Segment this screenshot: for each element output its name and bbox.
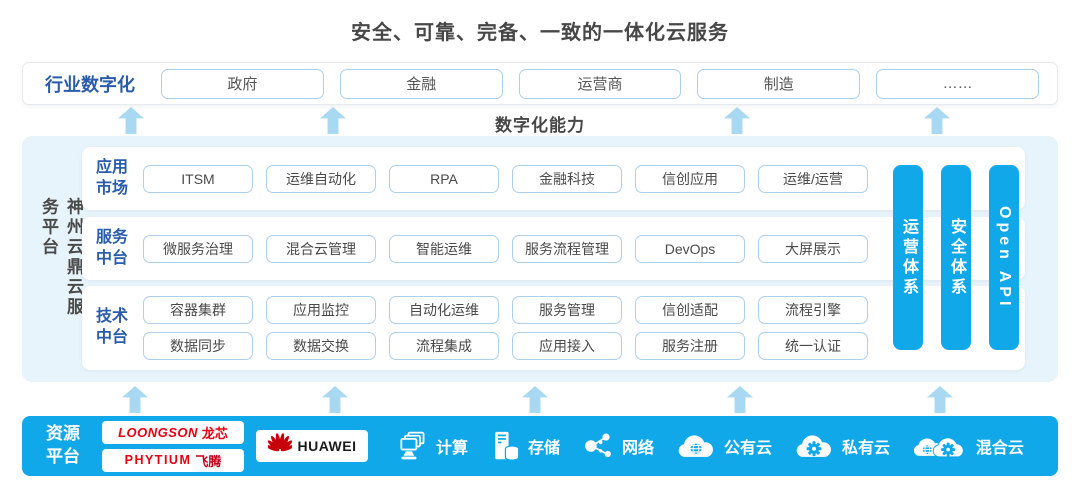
resource-item-label: 计算: [436, 440, 469, 457]
up-arrow-icon: [522, 386, 548, 413]
up-arrow-icon: [322, 386, 348, 413]
platform-side-label: 神州云鼎云服务平台: [39, 197, 83, 318]
resource-item-hybrid-cloud: 混合云: [912, 431, 1024, 461]
industry-item-manufacturing: 制造: [697, 68, 861, 99]
phytium-logo-text: PHYTIUM: [124, 453, 192, 467]
huawei-logo: HUAWEI: [256, 430, 368, 462]
item-container-cluster: 容器集群: [143, 296, 253, 324]
item-app-monitoring: 应用监控: [266, 296, 376, 324]
resource-item-compute: 计算: [396, 430, 468, 462]
tech-middle-line-2: 数据同步 数据交换 流程集成 应用接入 服务注册 统一认证: [143, 332, 868, 360]
operation-system-bar: 运营体系: [893, 165, 923, 350]
item-intelligent-ops: 智能运维: [389, 234, 499, 263]
page-title: 安全、可靠、完备、一致的一体化云服务: [351, 22, 729, 44]
resource-item-label: 存储: [527, 440, 560, 457]
resource-item-label: 公有云: [723, 440, 772, 457]
digital-capability-label: 数字化能力: [495, 116, 585, 135]
resource-platform-bar: 资源平台 LOONGSON 龙芯 PHYTIUM 飞腾: [22, 416, 1058, 476]
resource-item-storage: 存储: [490, 430, 560, 462]
tech-middle-row: 技术中台 容器集群 应用监控 自动化运维 服务管理 信创适配 流程引擎 数据同步…: [82, 286, 1025, 370]
network-icon: [582, 430, 614, 462]
industry-items: 政府 金融 运营商 制造 ……: [161, 68, 1039, 99]
resource-item-private-cloud: 私有云: [794, 431, 890, 461]
item-data-sync: 数据同步: [143, 332, 253, 360]
compute-icon: [396, 430, 428, 462]
item-process-engine: 流程引擎: [758, 296, 868, 324]
item-service-registry: 服务注册: [635, 332, 745, 360]
item-unified-auth: 统一认证: [758, 332, 868, 360]
item-process-integration: 流程集成: [389, 332, 499, 360]
up-arrow-icon: [122, 386, 148, 413]
item-hybrid-cloud-mgmt: 混合云管理: [266, 234, 376, 263]
operation-system-label: 运营体系: [900, 217, 917, 298]
item-big-screen: 大屏展示: [758, 234, 868, 263]
public-cloud-icon: [676, 431, 716, 461]
chip-logos: LOONGSON 龙芯 PHYTIUM 飞腾: [102, 420, 244, 472]
item-automated-ops: 自动化运维: [389, 296, 499, 324]
security-system-label: 安全体系: [948, 217, 965, 298]
industry-item-more: ……: [876, 68, 1039, 99]
item-rpa: RPA: [389, 164, 499, 193]
item-devops: DevOps: [635, 234, 745, 263]
tech-middle-items: 容器集群 应用监控 自动化运维 服务管理 信创适配 流程引擎 数据同步 数据交换…: [143, 296, 868, 360]
hybrid-cloud-icon: [912, 431, 968, 461]
phytium-logo: PHYTIUM 飞腾: [102, 448, 244, 472]
service-middle-items: 微服务治理 混合云管理 智能运维 服务流程管理 DevOps 大屏展示: [143, 234, 868, 263]
resource-item-public-cloud: 公有云: [676, 431, 772, 461]
huawei-flower-icon: [265, 432, 294, 461]
service-middle-row: 服务中台 微服务治理 混合云管理 智能运维 服务流程管理 DevOps 大屏展示: [82, 217, 1025, 280]
resource-item-network: 网络: [582, 430, 654, 462]
cloud-platform-panel: 神州云鼎云服务平台 应用市场 ITSM 运维自动化 RPA 金融科技 信创应用 …: [22, 136, 1058, 382]
loongson-logo-cn: 龙芯: [201, 425, 228, 441]
item-data-exchange: 数据交换: [266, 332, 376, 360]
industry-digitalization-row: 行业数字化 政府 金融 运营商 制造 ……: [22, 62, 1058, 105]
item-itsm: ITSM: [143, 164, 253, 193]
up-arrow-icon: [727, 386, 753, 413]
up-arrow-icon: [927, 386, 953, 413]
item-app-access: 应用接入: [512, 332, 622, 360]
industry-row-label: 行业数字化: [45, 74, 135, 95]
private-cloud-icon: [794, 431, 834, 461]
phytium-logo-cn: 飞腾: [195, 453, 222, 469]
resource-platform-label: 资源平台: [46, 424, 80, 466]
open-api-bar: Open API: [989, 165, 1019, 350]
security-system-bar: 安全体系: [941, 165, 971, 350]
loongson-logo-text: LOONGSON: [118, 424, 198, 440]
app-market-items: ITSM 运维自动化 RPA 金融科技 信创应用 运维/运营: [143, 164, 868, 193]
resource-item-label: 网络: [621, 440, 654, 457]
item-service-process-mgmt: 服务流程管理: [512, 234, 622, 263]
loongson-logo: LOONGSON 龙芯: [102, 420, 244, 444]
app-market-label: 应用市场: [95, 158, 128, 197]
storage-icon: [490, 430, 520, 462]
industry-item-finance: 金融: [339, 68, 503, 99]
huawei-logo-text: HUAWEI: [297, 438, 357, 454]
open-api-label: Open API: [996, 205, 1013, 310]
item-service-mgmt: 服务管理: [512, 296, 622, 324]
item-ops-automation: 运维自动化: [266, 164, 376, 193]
tech-middle-label: 技术中台: [95, 308, 128, 346]
item-microservice-governance: 微服务治理: [143, 234, 253, 263]
industry-item-government: 政府: [161, 68, 324, 99]
item-xinchuang-app: 信创应用: [635, 164, 745, 193]
resource-item-label: 私有云: [841, 440, 890, 457]
item-xinchuang-adapt: 信创适配: [635, 296, 745, 324]
tech-middle-line-1: 容器集群 应用监控 自动化运维 服务管理 信创适配 流程引擎: [143, 296, 868, 324]
resource-items: 计算 存储: [396, 430, 1024, 462]
service-middle-label: 服务中台: [95, 228, 128, 267]
item-ops-operation: 运维/运营: [758, 164, 868, 193]
industry-item-carrier: 运营商: [518, 68, 682, 99]
resource-item-label: 混合云: [975, 440, 1024, 457]
item-fintech: 金融科技: [512, 164, 622, 193]
app-market-row: 应用市场 ITSM 运维自动化 RPA 金融科技 信创应用 运维/运营: [82, 147, 1025, 210]
